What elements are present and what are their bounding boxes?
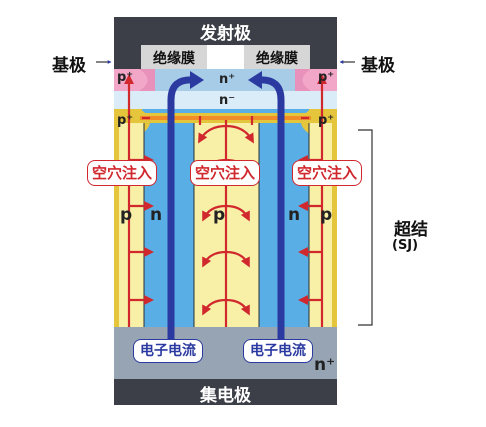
electron-arrow-right-head — [248, 71, 262, 89]
superjunction-label: 超结 — [394, 220, 428, 240]
n-left-label: n — [150, 205, 163, 225]
p-plus-top-left-label: p⁺ — [117, 70, 134, 85]
insulator-left-label: 绝缘膜 — [153, 51, 195, 67]
p-column-right-edge — [332, 123, 337, 327]
insulator-right-box — [244, 45, 310, 69]
p-plus-pink-lobe-right — [295, 69, 311, 91]
electron-current-right: 电子电流 — [243, 339, 313, 363]
hole-injection-right: 空穴注入 — [292, 160, 363, 186]
base-pad-left — [114, 45, 141, 69]
electron-arrow-left-head — [190, 71, 204, 89]
sj-abbr-label: (SJ) — [392, 238, 419, 253]
insulator-left-box — [141, 45, 207, 69]
p-plus-top-right-label: p⁺ — [318, 70, 335, 85]
emitter-bar — [114, 17, 337, 45]
hole-paths — [124, 74, 327, 327]
electron-current-left: 电子电流 — [133, 339, 203, 363]
n-right-label: n — [288, 205, 301, 225]
electron-arrow-left — [167, 76, 198, 362]
base-left-label: 基极 — [52, 56, 86, 76]
p-plus-pink-lobe-left — [139, 69, 155, 91]
electron-arrow-right — [254, 76, 285, 362]
base-pad-right — [310, 45, 337, 69]
sj-bracket — [358, 129, 373, 326]
n-plus-top-label: n⁺ — [219, 72, 236, 87]
base-right-label: 基极 — [361, 56, 395, 76]
n-minus-label: n⁻ — [219, 93, 236, 108]
collector-bar — [114, 379, 337, 405]
channel-band — [140, 116, 311, 120]
emitter-label: 发射极 — [200, 24, 251, 44]
p-center-label: p — [213, 205, 226, 225]
hole-injection-center: 空穴注入 — [190, 160, 261, 186]
p-plus-mid-left-label: p⁺ — [117, 113, 134, 128]
hole-injection-left: 空穴注入 — [87, 160, 158, 186]
p-left-label: p — [120, 205, 133, 225]
n-plus-bottom-label: n⁺ — [314, 355, 336, 375]
insulator-right-label: 绝缘膜 — [256, 51, 298, 67]
p-plus-mid-right-label: p⁺ — [318, 113, 335, 128]
p-right-label: p — [320, 205, 333, 225]
column-outlines — [143, 123, 310, 327]
p-column-left-edge — [114, 123, 119, 327]
collector-label: 集电极 — [200, 386, 251, 406]
